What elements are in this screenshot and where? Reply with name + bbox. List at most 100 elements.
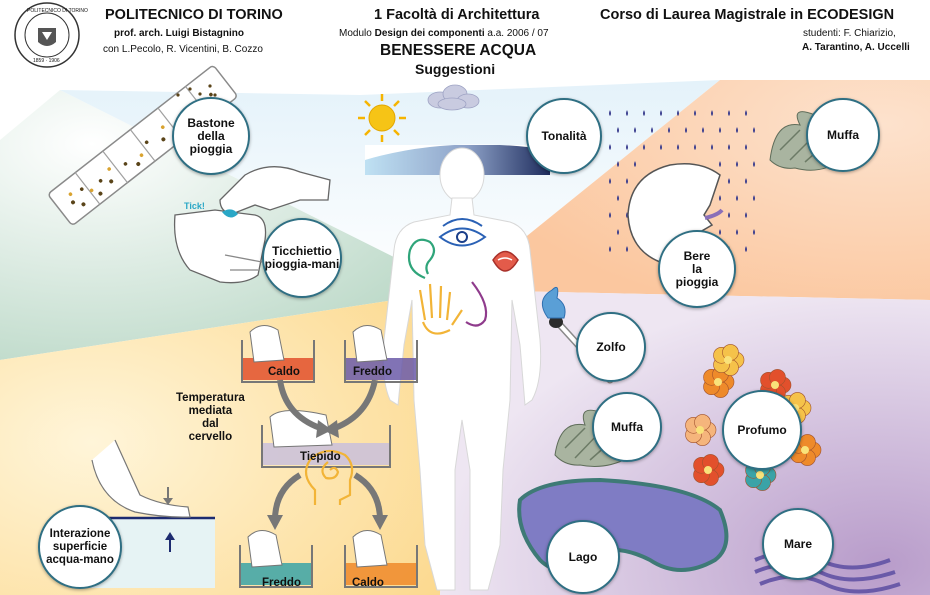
rain-drop [617, 229, 619, 235]
head-spiral-icon [304, 449, 354, 505]
rain-drop [609, 212, 611, 218]
bubble-sulphur: Zolfo [576, 312, 646, 382]
poster-title: BENESSERE ACQUA [380, 42, 537, 59]
students-line2: A. Tarantino, A. Uccelli [802, 42, 910, 53]
rain-drop [694, 110, 696, 116]
university-seal-icon [14, 2, 80, 68]
rain-drop [728, 212, 730, 218]
rain-drop [677, 144, 679, 150]
sun-icon [358, 94, 406, 142]
rain-drop [609, 144, 611, 150]
bubble-interaction: Interazione superficie acqua-mano [38, 505, 122, 589]
tick-label: Tick! [184, 201, 205, 211]
collaborators-names: con L.Pecolo, R. Vicentini, B. Cozzo [103, 44, 263, 55]
seal-text-bottom: 1859 · 1906 [33, 58, 60, 64]
bubble-lake: Lago [546, 520, 620, 594]
rain-drop [634, 127, 636, 133]
bubble-rainstick: Bastone della pioggia [172, 97, 250, 175]
module-prefix: Modulo [339, 28, 372, 39]
bubble-mould-mid-label: Muffa [611, 419, 643, 434]
basin [344, 530, 418, 588]
rain-drops [609, 110, 755, 252]
nose-icon [465, 281, 488, 327]
rain-drop [719, 161, 721, 167]
rain-drop [609, 246, 611, 252]
bubble-interaction-label: Interazione superficie acqua-mano [46, 527, 114, 566]
rain-drop [753, 127, 755, 133]
basin [344, 325, 418, 383]
bubble-drink-rain-label: Bere la pioggia [675, 248, 719, 289]
eye-icon [438, 218, 487, 247]
rain-drop [719, 229, 721, 235]
rain-drop [753, 229, 755, 235]
rain-drop [677, 110, 679, 116]
ear-icon [407, 238, 436, 280]
academic-year: a.a. 2006 / 07 [487, 28, 549, 39]
temperature-label: Temperatura mediata dal cervello [176, 392, 245, 443]
basin [261, 410, 391, 468]
bubble-sea-label: Mare [783, 536, 812, 551]
cold-bottom-label: Freddo [262, 577, 301, 589]
flower [685, 414, 717, 446]
rain-drop [719, 127, 721, 133]
bubble-drink-rain: Bere la pioggia [658, 230, 736, 308]
falling-seeds [176, 84, 217, 97]
hot-bottom-label: Caldo [352, 577, 384, 589]
bubble-lake-label: Lago [568, 549, 598, 564]
basin [239, 530, 313, 588]
tick-drop [222, 209, 238, 218]
rain-drop [736, 127, 738, 133]
tapping-hands-illustration [173, 166, 331, 284]
bubble-mould-top-label: Muffa [827, 127, 859, 142]
rain-drop [745, 246, 747, 252]
rain-drop [651, 127, 653, 133]
rain-drop [694, 144, 696, 150]
rain-drop [711, 144, 713, 150]
bubble-mould-top: Muffa [806, 98, 880, 172]
students-line1: studenti: F. Chiarizio, [803, 28, 896, 39]
rain-drop [626, 110, 628, 116]
mouth-icon [492, 250, 519, 272]
rain-drop [617, 161, 619, 167]
university-name: POLITECNICO DI TORINO [105, 7, 283, 23]
rain-drop [736, 229, 738, 235]
rain-drop [626, 246, 628, 252]
course-name: Corso di Laurea Magistrale in ECODESIGN [600, 7, 895, 23]
rain-drop [685, 127, 687, 133]
rain-drop [745, 212, 747, 218]
flower [713, 344, 745, 376]
rain-drop [711, 110, 713, 116]
rain-drop [736, 195, 738, 201]
rain-drop [660, 144, 662, 150]
rain-drop [609, 178, 611, 184]
rain-drop [643, 110, 645, 116]
cold-top-label: Freddo [353, 366, 392, 378]
bubble-perfume-label: Profumo [737, 422, 787, 437]
rain-drop [660, 110, 662, 116]
flower [693, 454, 725, 486]
rain-drop [728, 178, 730, 184]
rain-drop [626, 144, 628, 150]
rain-drop [634, 161, 636, 167]
poster-subtitle: Suggestioni [415, 61, 496, 77]
rain-drop [728, 144, 730, 150]
rain-drop [745, 110, 747, 116]
rain-drop [745, 144, 747, 150]
lukewarm-label: Tiepido [300, 451, 341, 463]
rain-drop [668, 127, 670, 133]
human-silhouette [382, 147, 542, 591]
cloud-icon [427, 84, 480, 111]
basin [241, 325, 315, 383]
rain-drop [617, 195, 619, 201]
bubble-sea: Mare [762, 508, 834, 580]
arrow-heads [267, 420, 388, 530]
bubble-mould-mid: Muffa [592, 392, 662, 462]
bubble-tapping-label: Ticchiettio pioggia-mani [264, 244, 340, 271]
bubble-rainstick-label: Bastone della pioggia [187, 115, 235, 156]
bubble-tonality-label: Tonalità [541, 128, 587, 143]
rain-drop [719, 195, 721, 201]
basins [239, 325, 418, 588]
faculty-name: 1 Facoltà di Architettura [374, 7, 540, 23]
